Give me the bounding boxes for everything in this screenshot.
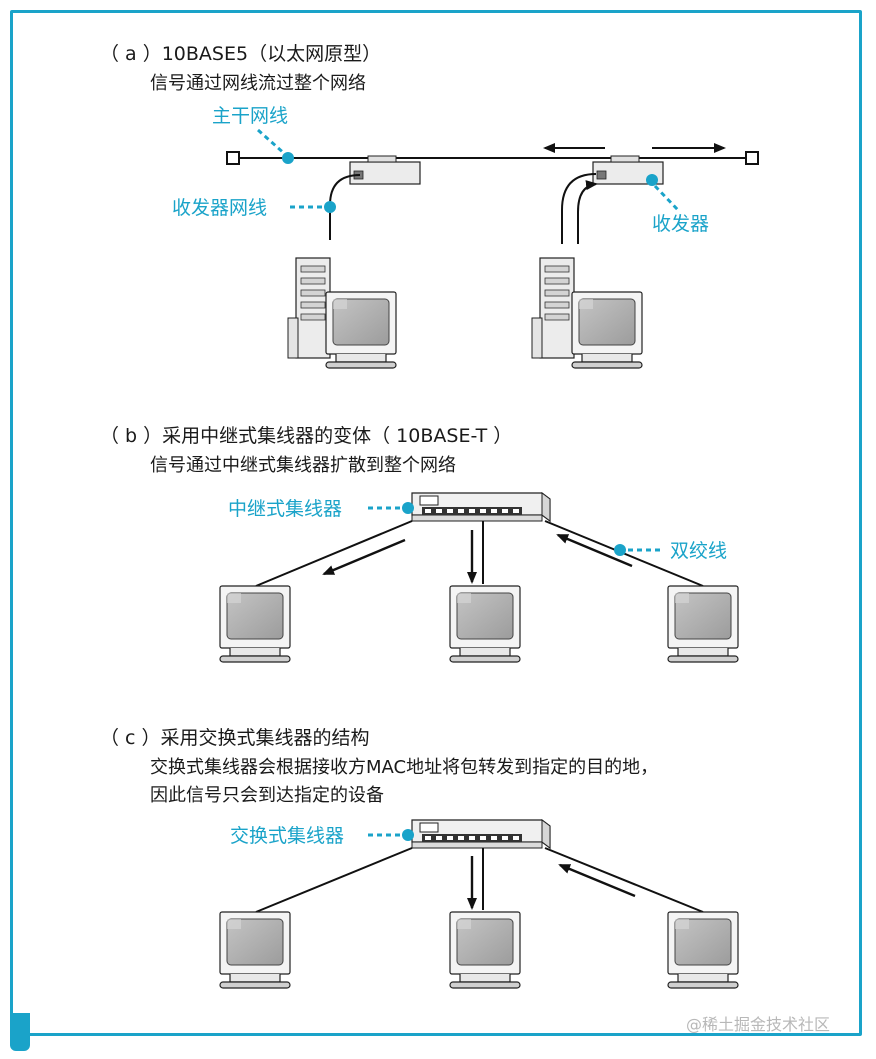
server-tower-right [531,257,575,359]
monitor-a-right [571,291,643,369]
monitor-c-right [667,911,739,989]
callout-dot-repeater-hub [402,502,414,514]
label-transceiver: 收发器 [652,213,709,235]
section-c-heading: （ c ）采用交换式集线器的结构 [100,727,370,749]
label-trunk-cable: 主干网线 [212,105,288,127]
section-b-description: 信号通过中继式集线器扩散到整个网络 [150,455,456,476]
server-tower-left [287,257,331,359]
corner-tab [10,1013,30,1051]
diagram-frame [10,10,862,1036]
terminator-right [745,151,759,165]
section-c-description-line2: 因此信号只会到达指定的设备 [150,785,384,806]
section-a-description: 信号通过网线流过整个网络 [150,73,366,94]
cable-c-left [255,847,413,913]
transceiver-left [349,155,421,185]
label-repeater-hub: 中继式集线器 [228,498,342,520]
section-c-description-line1: 交换式集线器会根据接收方MAC地址将包转发到指定的目的地， [150,757,658,778]
terminator-left [226,151,240,165]
label-twisted-pair: 双绞线 [670,540,727,562]
signal-arrow-b-in [556,533,633,568]
signal-arrow-b-left [322,538,406,576]
callout-dot-twisted-pair [614,544,626,556]
monitor-a-left [325,291,397,369]
monitor-c-center [449,911,521,989]
monitor-b-left [219,585,291,663]
monitor-b-center [449,585,521,663]
repeater-hub [411,492,551,522]
transceiver-cable-right [561,173,597,244]
signal-arrow-up [577,180,598,244]
monitor-b-right [667,585,739,663]
section-b-heading: （ b ）采用中继式集线器的变体（ 10BASE-T ） [100,425,512,447]
monitor-c-left [219,911,291,989]
callout-dot-switching-hub [402,829,414,841]
callout-dot-transceiver-cable [324,201,336,213]
cable-c-right [544,847,704,913]
callout-dot-trunk [282,152,294,164]
signal-arrow-c-in [558,863,636,898]
section-a-heading: （ a ）10BASE5（以太网原型） [100,43,381,65]
label-switching-hub: 交换式集线器 [230,825,344,847]
watermark: @稀土掘金技术社区 [686,1015,830,1034]
cable-b-left [255,520,413,587]
switching-hub [411,819,551,849]
callout-dot-transceiver [646,174,658,186]
label-transceiver-cable: 收发器网线 [172,197,267,219]
